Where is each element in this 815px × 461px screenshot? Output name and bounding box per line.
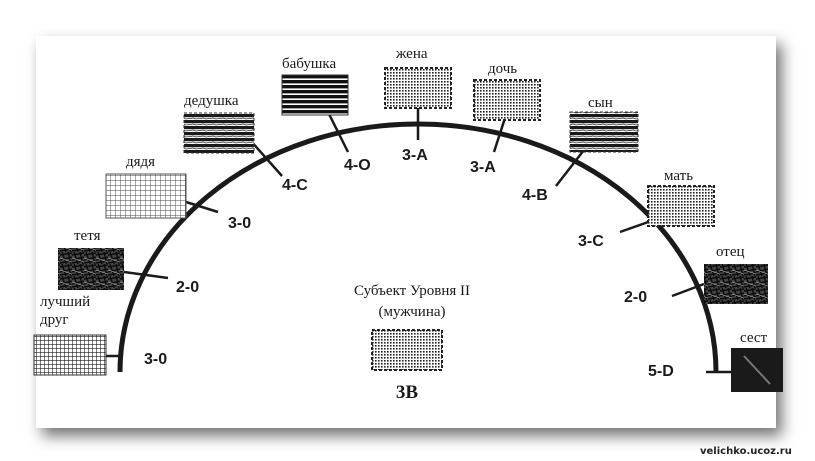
code-best-friend: 3-0: [144, 351, 167, 368]
subject-subtitle: (мужчина): [378, 304, 445, 320]
box-grandmother: [281, 74, 349, 116]
relation-boxes: [33, 67, 783, 392]
label-son: сын: [588, 95, 613, 111]
label-father: отец: [716, 244, 745, 260]
connector-grandfather: [249, 139, 283, 177]
label-daughter: дочь: [488, 61, 517, 77]
label-wife: жена: [395, 46, 428, 62]
label-best-friend-line1: лучший: [40, 294, 90, 310]
connector-son: [555, 149, 585, 187]
connector-daughter: [492, 117, 507, 153]
code-grandmother: 4-O: [344, 157, 371, 174]
box-son: [569, 111, 639, 153]
label-sister: сест: [740, 330, 768, 346]
label-grandfather: дедушка: [184, 93, 239, 109]
box-wife: [384, 67, 452, 109]
box-daughter: [473, 79, 541, 121]
label-uncle: дядя: [126, 154, 155, 170]
label-grandmother: бабушка: [282, 56, 336, 72]
label-aunt: тетя: [74, 228, 101, 244]
subject-box: [371, 329, 443, 371]
code-sister: 5-D: [648, 363, 674, 380]
box-aunt: [58, 248, 124, 290]
code-mother: 3-C: [578, 233, 604, 250]
code-father: 2-0: [624, 289, 647, 306]
code-daughter: 3-A: [470, 159, 496, 176]
box-father: [704, 264, 768, 304]
subject-title: Субъект Уровня II: [354, 283, 470, 299]
subject-level: 3B: [396, 382, 419, 403]
code-uncle: 3-0: [228, 215, 251, 232]
watermark: velichko.ucoz.ru: [700, 446, 792, 457]
label-mother: мать: [664, 168, 693, 184]
box-grandfather: [183, 112, 255, 154]
box-best-friend: [33, 334, 107, 376]
code-grandfather: 4-C: [282, 177, 308, 194]
connectors: [106, 107, 736, 374]
connector-father: [671, 282, 705, 298]
connector-aunt: [123, 270, 169, 280]
box-uncle: [105, 173, 187, 219]
code-aunt: 2-0: [176, 279, 199, 296]
code-wife: 3-A: [402, 147, 428, 164]
label-best-friend-line2: друг: [40, 312, 69, 328]
code-son: 4-B: [522, 187, 548, 204]
connector-uncle: [185, 200, 219, 214]
box-mother: [647, 185, 715, 227]
